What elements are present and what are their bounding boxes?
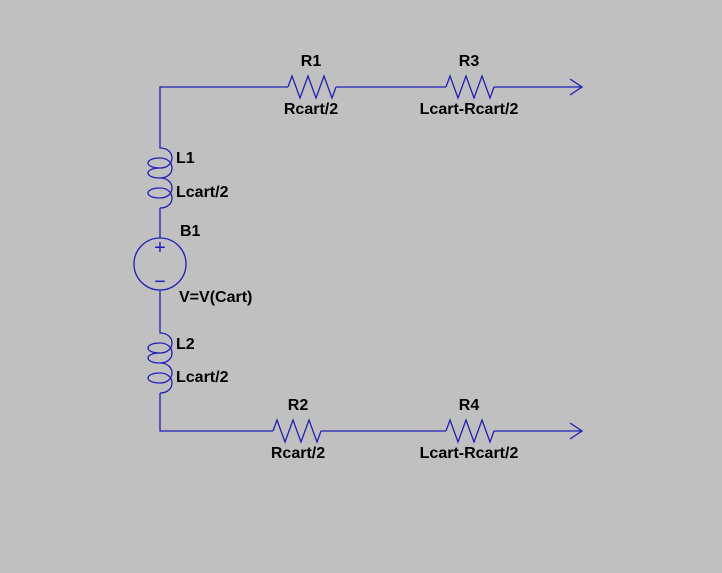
l2-name-label: L2 (176, 336, 195, 353)
resistor-r4-symbol (445, 418, 495, 444)
source-minus-mark: − (154, 271, 166, 293)
r2-name-label: R2 (287, 397, 309, 414)
r4-name-label: R4 (458, 397, 480, 414)
l1-name-label: L1 (176, 150, 195, 167)
port-arrow-top (569, 78, 584, 96)
l2-value-label: Lcart/2 (176, 369, 229, 386)
resistor-r2-symbol (272, 418, 322, 444)
r3-value-label: Lcart-Rcart/2 (419, 101, 519, 118)
inductor-l1-symbol (147, 138, 173, 209)
r1-value-label: Rcart/2 (283, 101, 339, 118)
r3-name-label: R3 (458, 53, 480, 70)
wire-bottom-left (159, 393, 273, 432)
resistor-r1-symbol (287, 74, 337, 100)
port-arrow-bottom (569, 422, 584, 440)
resistor-r3-symbol (445, 74, 495, 100)
inductor-l2-symbol (147, 325, 173, 394)
r2-value-label: Rcart/2 (270, 445, 326, 462)
r4-value-label: Lcart-Rcart/2 (419, 445, 519, 462)
wire-top-left (159, 86, 288, 138)
source-plus-mark: + (154, 237, 166, 259)
r1-name-label: R1 (300, 53, 322, 70)
b1-value-label: V=V(Cart) (179, 289, 253, 306)
b1-name-label: B1 (180, 223, 201, 240)
l1-value-label: Lcart/2 (176, 184, 229, 201)
